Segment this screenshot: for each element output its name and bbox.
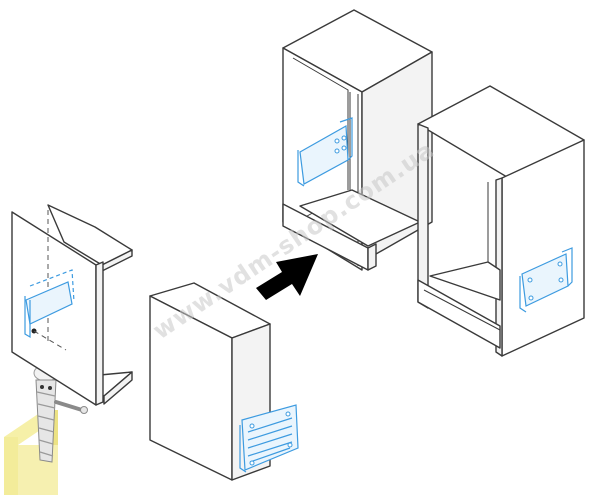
step3-cabinet	[282, 9, 433, 271]
mascot-screw-icon	[4, 364, 88, 495]
step-arrow-icon	[256, 254, 318, 300]
step1-side-panel	[11, 204, 133, 406]
step2-panel	[149, 282, 299, 481]
step4-cabinet	[417, 85, 585, 357]
